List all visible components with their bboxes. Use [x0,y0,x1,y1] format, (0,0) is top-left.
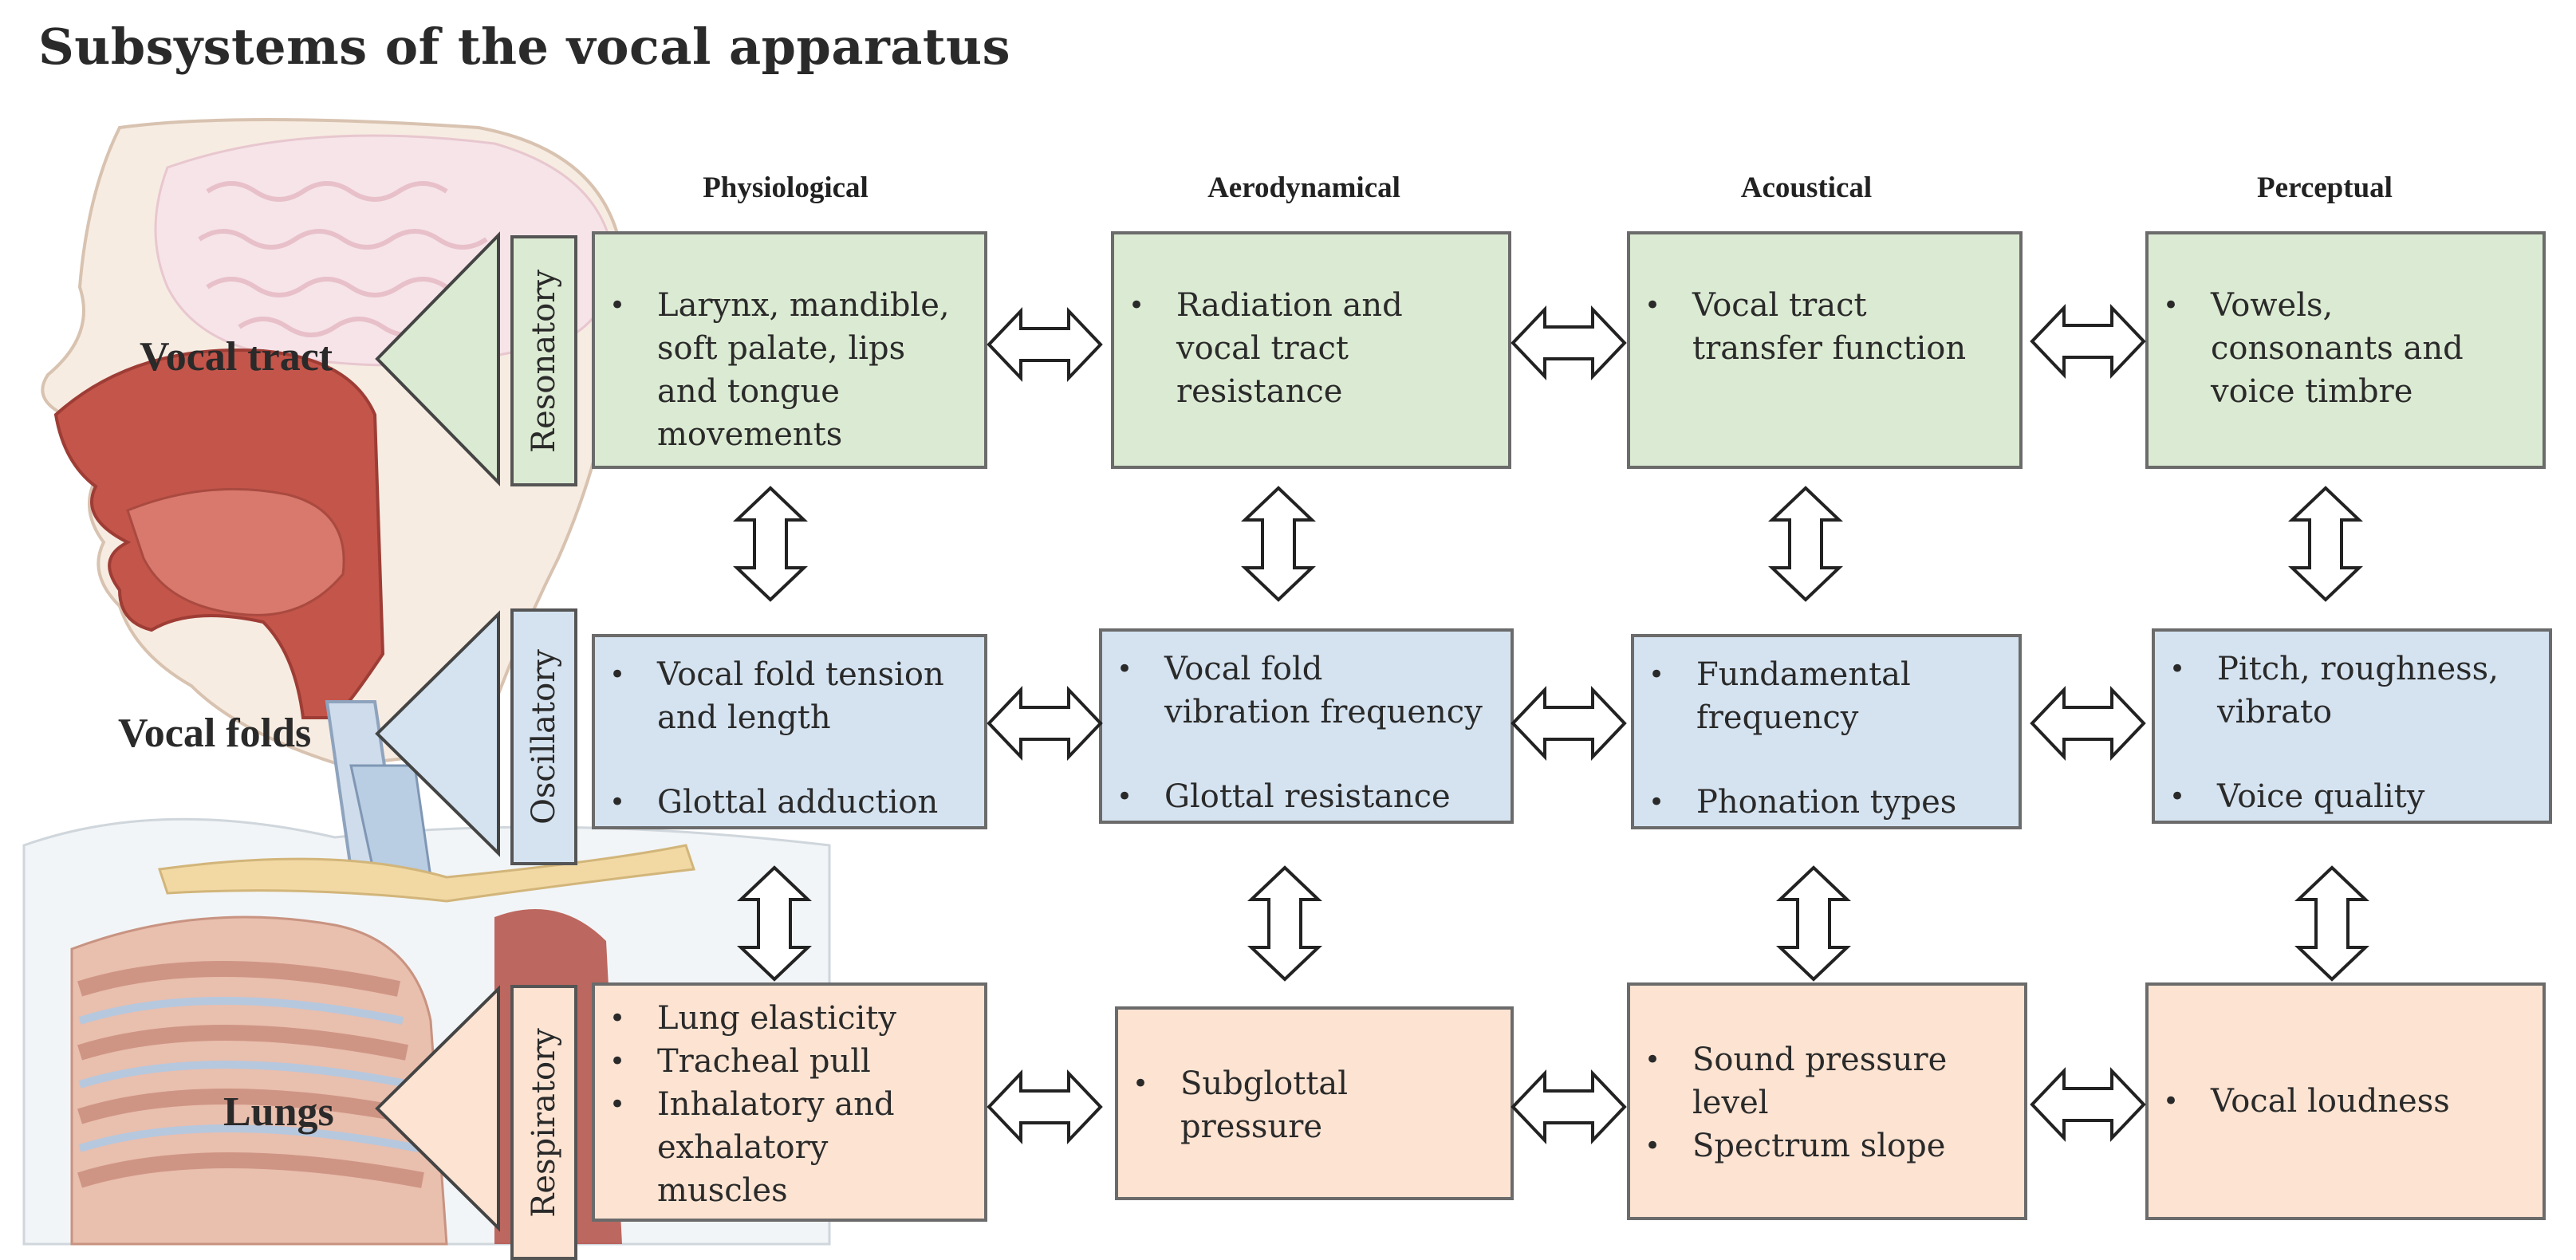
double-arrow-vertical [2297,866,2367,981]
cell-respiratory-aerodynamical: Subglottal pressure [1115,1006,1514,1200]
double-arrow-vertical [1243,486,1314,601]
bullet-item: Glottal adduction [595,781,968,824]
cell-oscillatory-physiological: Vocal fold tension and length Glottal ad… [592,634,987,829]
double-arrow-horizontal [987,688,1102,758]
bullet-item: Vocal tract transfer function [1630,284,2003,370]
double-arrow-vertical [739,866,809,981]
double-arrow-vertical [1778,866,1849,981]
column-header-aerodynamical: Aerodynamical [1207,171,1400,204]
bullet-item: Fundamental frequency [1634,653,2003,739]
double-arrow-horizontal [1511,1072,1626,1142]
respiratory-pointer [375,985,500,1232]
cell-respiratory-acoustical: Sound pressure level Spectrum slope [1627,982,2027,1220]
double-arrow-vertical [735,486,805,601]
system-label-resonatory: Resonatory [510,235,577,486]
bullet-item: Pitch, roughness, vibrato [2155,648,2533,734]
bullet-item: Glottal resistance [1102,775,1503,818]
bullet-item: Radiation and vocal tract resistance [1114,284,1492,413]
system-label-respiratory: Respiratory [510,985,577,1260]
double-arrow-vertical [2290,486,2361,601]
column-header-perceptual: Perceptual [2257,171,2393,204]
double-arrow-horizontal [2030,688,2145,758]
bullet-item: Vocal fold tension and length [595,653,968,739]
bullet-item: Subglottal pressure [1118,1062,1495,1148]
diagram-title: Subsystems of the vocal apparatus [38,18,1011,76]
bullet-item: Vocal fold vibration frequency [1102,648,1503,734]
bullet-item: Larynx, mandible, soft palate, lips and … [595,284,968,456]
oscillatory-pointer [375,610,500,857]
resonatory-pointer [375,231,500,486]
bullet-item: Phonation types [1634,781,2003,824]
double-arrow-horizontal [987,1072,1102,1142]
bullet-item: Spectrum slope [1630,1124,2008,1167]
bullet-item: Tracheal pull [595,1040,968,1083]
double-arrow-vertical [1771,486,1841,601]
cell-resonatory-physiological: Larynx, mandible, soft palate, lips and … [592,231,987,469]
bullet-item: Vowels, consonants and voice timbre [2149,284,2527,413]
column-header-acoustical: Acoustical [1740,171,1873,204]
region-label-vocal-tract: Vocal tract [140,334,333,380]
column-header-physiological: Physiological [703,171,869,204]
bullet-item: Voice quality [2155,775,2533,818]
cell-oscillatory-aerodynamical: Vocal fold vibration frequency Glottal r… [1099,628,1514,824]
system-label-oscillatory: Oscillatory [510,608,577,865]
bullet-item: Vocal loudness [2149,1080,2527,1123]
double-arrow-horizontal [1511,688,1626,758]
double-arrow-horizontal [1511,308,1626,378]
cell-resonatory-perceptual: Vowels, consonants and voice timbre [2145,231,2546,469]
cell-respiratory-perceptual: Vocal loudness [2145,982,2546,1220]
bullet-item: Sound pressure level [1630,1038,2008,1124]
bullet-item: Lung elasticity [595,997,968,1040]
double-arrow-vertical [1250,866,1320,981]
cell-resonatory-acoustical: Vocal tract transfer function [1627,231,2023,469]
double-arrow-horizontal [2030,1069,2145,1140]
bullet-item: Inhalatory and exhalatory muscles [595,1083,968,1212]
double-arrow-horizontal [2030,306,2145,376]
cell-oscillatory-acoustical: Fundamental frequency Phonation types [1631,634,2022,829]
cell-respiratory-physiological: Lung elasticity Tracheal pull Inhalatory… [592,982,987,1222]
cell-oscillatory-perceptual: Pitch, roughness, vibrato Voice quality [2152,628,2552,824]
double-arrow-horizontal [987,309,1102,380]
region-label-vocal-folds: Vocal folds [118,711,312,756]
region-label-lungs: Lungs [223,1089,334,1135]
cell-resonatory-aerodynamical: Radiation and vocal tract resistance [1111,231,1511,469]
